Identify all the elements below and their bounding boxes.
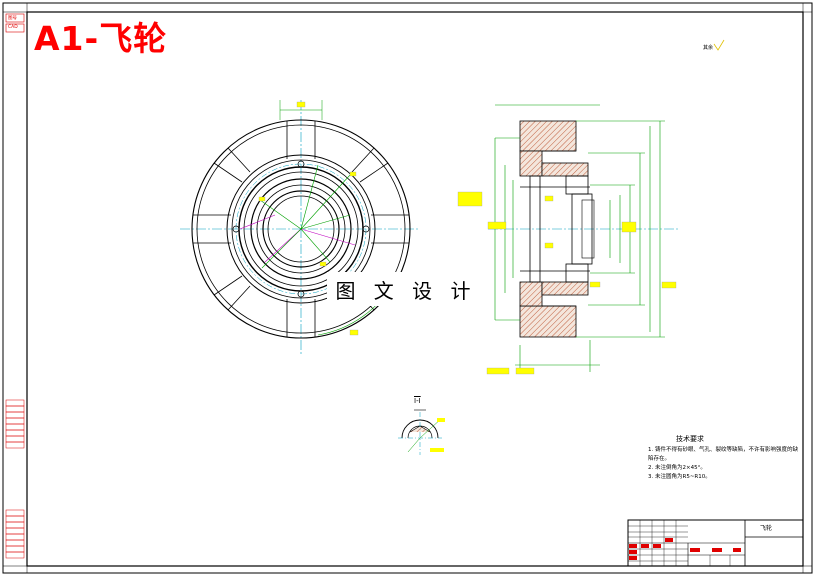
roughness-note: 其余 [703,45,714,51]
drawing-title: A1-飞轮 [34,19,168,58]
tech-requirement-item: 3. 未注圆角为R5~R10。 [648,474,711,480]
watermark: 图 文 设 计 [327,272,485,306]
front-view [180,100,420,355]
part-name: 飞轮 [760,525,773,532]
strip-code-1: 图号 [8,16,17,21]
detail-view [398,409,445,455]
tech-requirement-item: 1. 铸件不得有砂眼、气孔、裂纹等缺陷，不许有影响强度的缺陷存在。 [648,447,798,462]
tech-requirements-list: 1. 铸件不得有砂眼、气孔、裂纹等缺陷，不许有影响强度的缺陷存在。 2. 未注倒… [648,446,798,482]
title-block [627,519,804,567]
tech-requirement-item: 2. 未注倒角为2×45°。 [648,465,706,471]
section-label: I-I [414,397,421,405]
section-view [457,104,680,375]
left-binding-strip [5,13,25,559]
tech-requirements-title: 技术要求 [676,435,704,443]
strip-code-2: CAD [8,25,18,30]
roughness-symbol-icon [713,39,725,51]
